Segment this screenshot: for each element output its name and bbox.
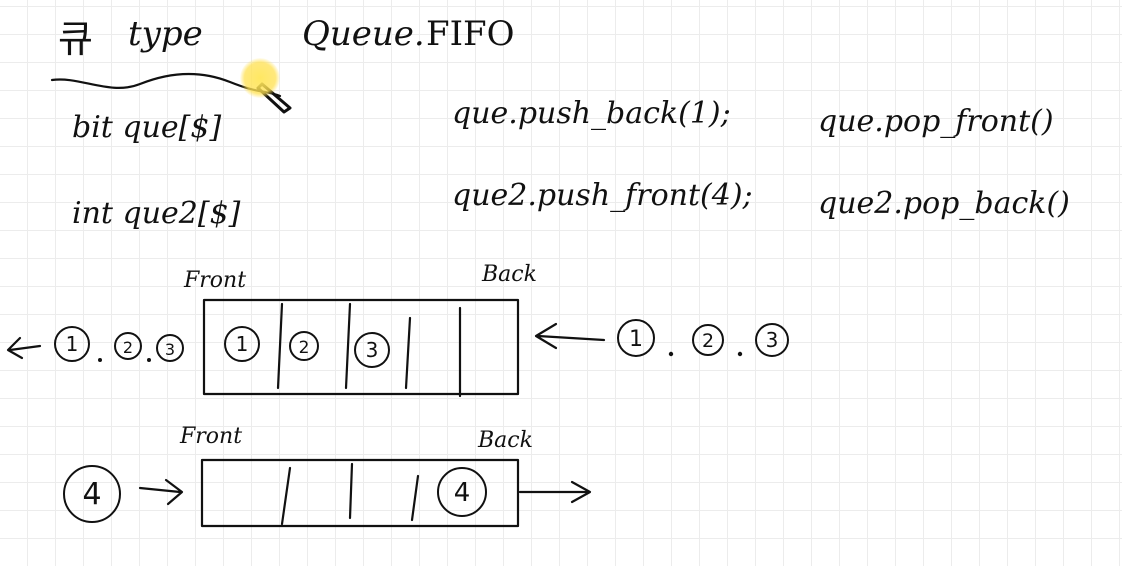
q1-in-num-1: 1 — [629, 327, 643, 352]
queue1-back-label: Back — [482, 262, 537, 287]
header-queue-word: Queue. — [302, 14, 425, 54]
q2-cell-circle — [437, 467, 487, 517]
q1-out-num-2: 2 — [123, 338, 133, 357]
queue2-divider-2 — [348, 462, 354, 520]
q1-cell-circle-2 — [289, 331, 319, 361]
q1-in-circle-1 — [617, 319, 655, 357]
method-push-front: que2.push_front(4); — [452, 178, 753, 213]
q2-in-circle — [63, 465, 121, 523]
header-fifo: FIFO — [426, 14, 515, 54]
declaration-bit-queue: bit que[$] — [72, 110, 222, 145]
queue1-divider-1 — [276, 302, 284, 390]
queue2-out-arrow — [518, 480, 592, 504]
header-type-word: type — [128, 14, 203, 54]
q1-in-circle-2 — [692, 324, 724, 356]
queue2-box — [200, 458, 520, 528]
method-pop-front: que.pop_front() — [818, 104, 1054, 139]
queue2-divider-1 — [280, 466, 292, 526]
q1-out-circle-3 — [156, 334, 184, 362]
q1-out-circle-1 — [54, 326, 90, 362]
method-pop-back: que2.pop_back() — [818, 186, 1070, 221]
queue2-divider-3 — [410, 474, 420, 522]
q1-in-num-3: 3 — [766, 328, 779, 352]
q1-cell-num-2: 2 — [299, 338, 310, 358]
q1-cell-num-3: 3 — [366, 338, 379, 362]
q1-out-num-3: 3 — [165, 340, 175, 359]
queue2-in-arrow — [138, 478, 184, 506]
q2-cell-num: 4 — [454, 478, 471, 508]
queue1-in-arrow — [534, 322, 606, 350]
queue2-front-label: Front — [180, 424, 243, 449]
declaration-int-queue2: int que2[$] — [72, 196, 241, 231]
queue1-front-label: Front — [184, 268, 247, 293]
queue2-back-label: Back — [478, 428, 533, 453]
queue1-divider-3 — [404, 316, 412, 390]
q1-cell-num-1: 1 — [236, 332, 249, 356]
method-push-back: que.push_back(1); — [452, 96, 731, 131]
queue1-box — [202, 298, 520, 396]
queue1-divider-2 — [344, 302, 352, 390]
q1-in-num-2: 2 — [702, 330, 714, 352]
cursor-highlight — [240, 58, 280, 98]
q1-cell-circle-1 — [224, 326, 260, 362]
q1-out-circle-2 — [114, 332, 142, 360]
q1-in-circle-3 — [755, 323, 789, 357]
queue1-out-arrow — [6, 336, 42, 360]
q2-in-num: 4 — [82, 477, 101, 512]
header-korean: 큐 — [58, 17, 93, 61]
q1-out-num-1: 1 — [66, 332, 79, 356]
q1-cell-circle-3 — [354, 332, 390, 368]
